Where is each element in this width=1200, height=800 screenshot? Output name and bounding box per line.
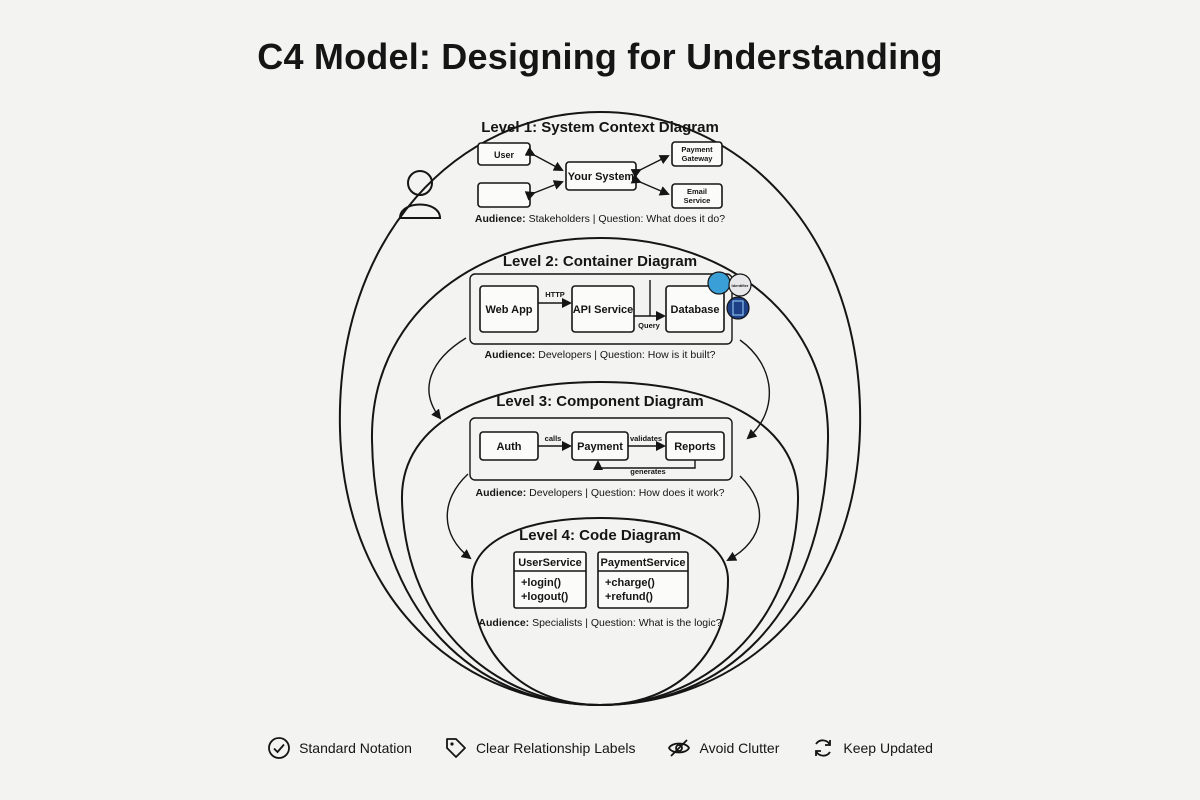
user-box: User (477, 142, 531, 166)
svg-text:Web App: Web App (485, 304, 532, 316)
legend-label: Clear Relationship Labels (475, 740, 636, 756)
level-2-outline (370, 236, 830, 707)
reports-box: Reports (665, 431, 725, 461)
svg-text:Service: Service (684, 196, 711, 205)
level-1-outline (338, 110, 862, 707)
database-logos: Identifier (707, 271, 752, 320)
web-app-box: Web App (479, 285, 539, 333)
http-label: HTTP (545, 290, 565, 299)
svg-text:Identifier: Identifier (732, 283, 749, 288)
svg-text:Gateway: Gateway (682, 154, 714, 163)
level-3-audience: Audience: Developers | Question: How doe… (476, 487, 725, 499)
svg-text:Database: Database (671, 304, 720, 316)
svg-text:Payment: Payment (577, 441, 623, 453)
auth-box: Auth (479, 431, 539, 461)
svg-text:Payment: Payment (681, 145, 713, 154)
level-3-outline (400, 380, 800, 707)
person-icon (398, 170, 442, 219)
legend-item-keep-updated: Keep Updated (811, 736, 933, 760)
l2-to-l3-left-arrow (428, 337, 467, 420)
level-1-audience: Audience: Stakeholders | Question: What … (475, 213, 725, 225)
check-circle-icon (268, 737, 290, 759)
payment-gateway-box: Payment Gateway (671, 141, 723, 167)
level-2-audience: Audience: Developers | Question: How is … (485, 349, 716, 361)
svg-text:+refund(): +refund() (605, 591, 653, 603)
api-service-box: API Service (571, 285, 635, 333)
user-system-arrow (524, 146, 564, 171)
legend-label: Avoid Clutter (699, 740, 780, 756)
legend: Standard Notation Clear Relationship Lab… (0, 736, 1200, 760)
blank-box (477, 182, 531, 208)
level-3-heading: Level 3: Component Diagram (496, 393, 704, 410)
page-title: C4 Model: Designing for Understanding (257, 36, 943, 77)
svg-text:API Service: API Service (573, 304, 634, 316)
your-system-box: Your System (565, 161, 637, 191)
legend-item-avoid-clutter: Avoid Clutter (667, 736, 779, 760)
generates-label: generates (630, 467, 665, 476)
system-email-arrow (630, 174, 670, 196)
user-service-class: UserService +login() +logout() (513, 551, 587, 609)
query-label: Query (638, 321, 661, 330)
level-4-audience: Audience: Specialists | Question: What i… (478, 617, 721, 629)
svg-text:PaymentService: PaymentService (601, 557, 686, 569)
svg-text:Reports: Reports (674, 441, 716, 453)
payment-component-box: Payment (571, 431, 629, 461)
system-payment-arrow (630, 155, 670, 179)
l3-to-l4-right-arrow (726, 475, 761, 561)
generates-arrow (593, 460, 696, 470)
payment-service-class: PaymentService +charge() +refund() (597, 551, 689, 609)
email-service-box: Email Service (671, 183, 723, 209)
legend-label: Keep Updated (843, 740, 933, 756)
eye-off-icon (668, 739, 691, 757)
validates-label: validates (630, 434, 662, 443)
svg-text:Email: Email (687, 187, 707, 196)
level-2-heading: Level 2: Container Diagram (503, 253, 697, 270)
svg-text:Your System: Your System (568, 171, 635, 183)
database-box: Database (665, 285, 725, 333)
svg-text:+charge(): +charge() (605, 577, 655, 589)
svg-text:+logout(): +logout() (521, 591, 569, 603)
svg-text:+login(): +login() (521, 577, 561, 589)
tag-icon (446, 738, 466, 758)
level-4-outline (470, 516, 730, 707)
calls-label: calls (545, 434, 562, 443)
blank-system-arrow (524, 180, 564, 201)
level-1-heading: Level 1: System Context Diagram (481, 119, 719, 136)
refresh-icon (815, 739, 832, 757)
svg-text:Auth: Auth (496, 441, 521, 453)
svg-text:User: User (494, 150, 515, 160)
svg-text:UserService: UserService (518, 557, 582, 569)
legend-item-clear-labels: Clear Relationship Labels (444, 736, 636, 760)
l2-to-l3-right-arrow (739, 339, 770, 440)
legend-label: Standard Notation (299, 740, 412, 756)
level-3-frame (469, 417, 733, 481)
legend-item-standard-notation: Standard Notation (267, 736, 412, 760)
level-4-heading: Level 4: Code Diagram (519, 527, 681, 544)
l3-to-l4-left-arrow (446, 473, 472, 560)
